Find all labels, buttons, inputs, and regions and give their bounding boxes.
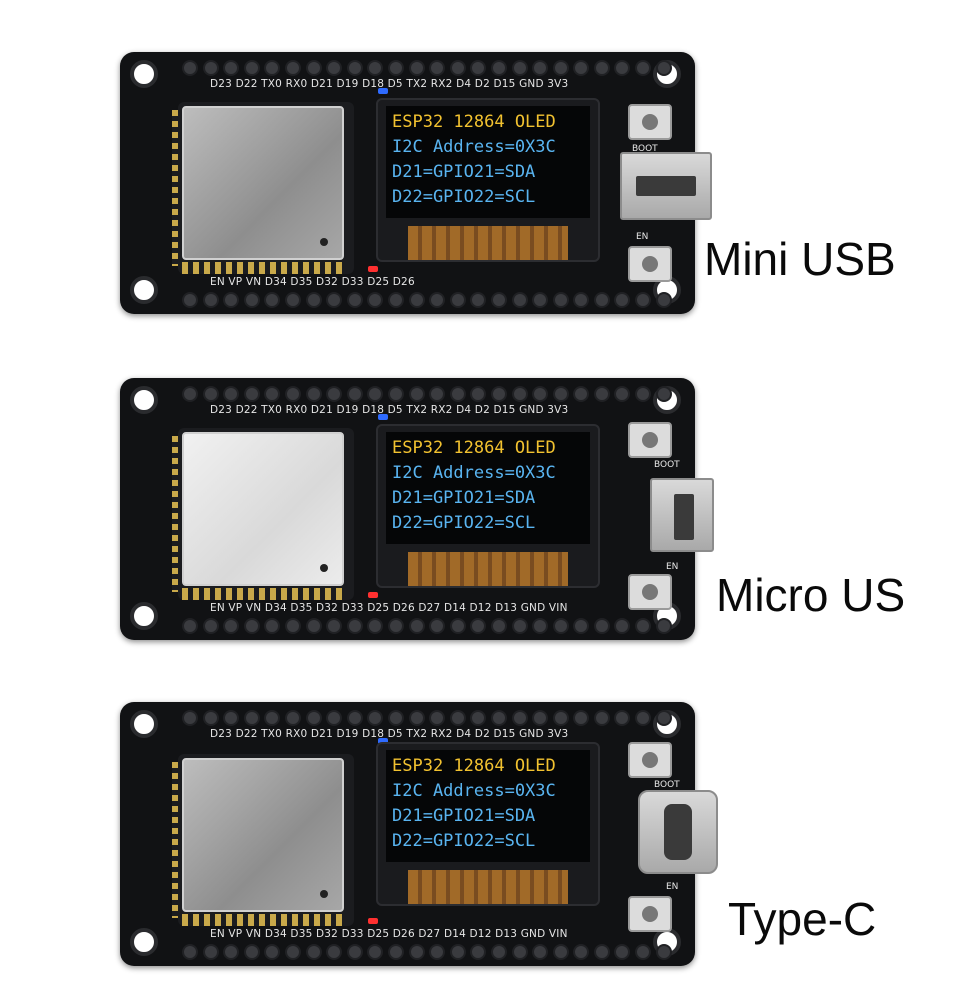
caption-mini-usb: Mini USB xyxy=(704,233,896,285)
boot-button xyxy=(628,422,672,458)
en-button xyxy=(628,896,672,932)
type-c-connector xyxy=(638,790,718,874)
mount-hole xyxy=(130,60,158,88)
oled-line-3: D21=GPIO21=SDA xyxy=(392,806,536,826)
oled-line-3: D21=GPIO21=SDA xyxy=(392,488,536,508)
bottom-pin-header xyxy=(182,292,672,308)
top-pin-header xyxy=(182,60,672,76)
esp32-wroom-module xyxy=(172,428,354,600)
esp32-wroom-module xyxy=(172,754,354,926)
esp32-board-mini-usb: D23 D22 TX0 RX0 D21 D19 D18 D5 TX2 RX2 D… xyxy=(120,52,712,314)
rf-shield xyxy=(182,758,344,912)
oled-line-2: I2C Address=0X3C xyxy=(392,137,556,157)
oled-screen: ESP32 12864 OLED I2C Address=0X3C D21=GP… xyxy=(386,106,590,218)
top-pin-labels: D23 D22 TX0 RX0 D21 D19 D18 D5 TX2 RX2 D… xyxy=(210,728,569,740)
bottom-pin-header xyxy=(182,944,672,960)
oled-screen: ESP32 12864 OLED I2C Address=0X3C D21=GP… xyxy=(386,750,590,862)
esp32-wroom-module xyxy=(172,102,354,274)
boot-button xyxy=(628,742,672,778)
oled-line-2: I2C Address=0X3C xyxy=(392,463,556,483)
rf-shield xyxy=(182,106,344,260)
bottom-pin-header xyxy=(182,618,672,634)
esp32-board-type-c: D23 D22 TX0 RX0 D21 D19 D18 D5 TX2 RX2 D… xyxy=(120,702,718,966)
boot-label: BOOT xyxy=(654,460,680,470)
oled-line-4: D22=GPIO22=SCL xyxy=(392,513,536,533)
micro-usb-connector xyxy=(650,478,714,552)
boot-label: BOOT xyxy=(632,144,658,154)
oled-line-2: I2C Address=0X3C xyxy=(392,781,556,801)
blue-led xyxy=(378,88,388,94)
bottom-pin-labels: EN VP VN D34 D35 D32 D33 D25 D26 xyxy=(210,276,415,288)
mount-hole xyxy=(130,276,158,304)
red-led xyxy=(368,918,378,924)
oled-flex-cable xyxy=(408,552,568,586)
mount-hole xyxy=(130,928,158,956)
caption-micro-usb: Micro US xyxy=(716,569,906,621)
blue-led xyxy=(378,414,388,420)
oled-flex-cable xyxy=(408,870,568,904)
top-pin-labels: D23 D22 TX0 RX0 D21 D19 D18 D5 TX2 RX2 D… xyxy=(210,78,569,90)
oled-line-1: ESP32 12864 OLED xyxy=(392,438,556,458)
red-led xyxy=(368,266,378,272)
en-label: EN xyxy=(636,232,649,242)
esp32-board-micro-usb: D23 D22 TX0 RX0 D21 D19 D18 D5 TX2 RX2 D… xyxy=(120,378,714,640)
top-pin-header xyxy=(182,710,672,726)
red-led xyxy=(368,592,378,598)
oled-line-4: D22=GPIO22=SCL xyxy=(392,187,536,207)
caption-type-c: Type-C xyxy=(728,893,877,945)
mount-hole xyxy=(130,386,158,414)
rf-shield xyxy=(182,432,344,586)
mount-hole xyxy=(130,710,158,738)
oled-line-4: D22=GPIO22=SCL xyxy=(392,831,536,851)
oled-display: ESP32 12864 OLED I2C Address=0X3C D21=GP… xyxy=(376,98,600,262)
top-pin-labels: D23 D22 TX0 RX0 D21 D19 D18 D5 TX2 RX2 D… xyxy=(210,404,569,416)
top-pin-header xyxy=(182,386,672,402)
mini-usb-connector xyxy=(620,152,712,220)
oled-line-3: D21=GPIO21=SDA xyxy=(392,162,536,182)
oled-display: ESP32 12864 OLED I2C Address=0X3C D21=GP… xyxy=(376,424,600,588)
boot-label: BOOT xyxy=(654,780,680,790)
mount-hole xyxy=(130,602,158,630)
oled-display: ESP32 12864 OLED I2C Address=0X3C D21=GP… xyxy=(376,742,600,906)
en-label: EN xyxy=(666,562,679,572)
oled-line-1: ESP32 12864 OLED xyxy=(392,112,556,132)
en-button xyxy=(628,246,672,282)
en-button xyxy=(628,574,672,610)
bottom-pin-labels: EN VP VN D34 D35 D32 D33 D25 D26 D27 D14… xyxy=(210,928,568,940)
bottom-pin-labels: EN VP VN D34 D35 D32 D33 D25 D26 D27 D14… xyxy=(210,602,568,614)
en-label: EN xyxy=(666,882,679,892)
boot-button xyxy=(628,104,672,140)
blue-led xyxy=(378,738,388,744)
oled-screen: ESP32 12864 OLED I2C Address=0X3C D21=GP… xyxy=(386,432,590,544)
oled-line-1: ESP32 12864 OLED xyxy=(392,756,556,776)
oled-flex-cable xyxy=(408,226,568,260)
